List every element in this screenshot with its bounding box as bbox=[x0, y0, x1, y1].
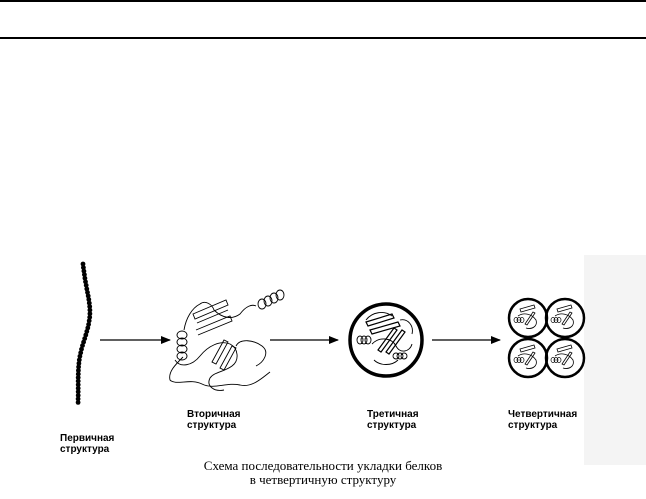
helix-coil bbox=[257, 289, 285, 310]
bead bbox=[87, 304, 93, 309]
tertiary-segment bbox=[365, 313, 395, 327]
secondary-helix-top bbox=[257, 289, 285, 310]
tertiary-segment bbox=[371, 338, 413, 352]
tertiary-structure bbox=[348, 302, 424, 378]
helix-coil bbox=[356, 335, 372, 345]
tertiary-segment bbox=[365, 312, 413, 335]
beta-sheet-upper-2 bbox=[195, 315, 233, 336]
tertiary-segment bbox=[385, 329, 406, 355]
edge-shade bbox=[584, 255, 646, 465]
bead bbox=[75, 393, 81, 398]
bead bbox=[75, 371, 81, 377]
bead bbox=[86, 297, 92, 302]
header-rule bbox=[0, 37, 646, 39]
bead bbox=[80, 261, 86, 267]
bead bbox=[85, 293, 91, 299]
label-quaternary-line2: структура bbox=[508, 420, 558, 431]
top-rule bbox=[0, 0, 646, 2]
bead bbox=[75, 378, 81, 384]
quaternary-subunit bbox=[507, 337, 549, 379]
bead bbox=[80, 343, 85, 348]
label-secondary-line2: структура bbox=[187, 420, 237, 431]
bead bbox=[81, 268, 87, 274]
subunit-fold bbox=[554, 344, 574, 369]
beta-sheet-lower-1 bbox=[211, 339, 229, 365]
tertiary-folded-chain bbox=[356, 312, 413, 365]
beta-sheet-lower-2 bbox=[219, 345, 237, 371]
bead bbox=[76, 364, 81, 370]
bead bbox=[82, 272, 87, 277]
tertiary-segment bbox=[369, 321, 401, 335]
subunit-helix bbox=[550, 317, 562, 323]
bead bbox=[75, 400, 81, 405]
subunit-helix bbox=[513, 357, 525, 363]
bead bbox=[75, 375, 81, 380]
subunit-helix bbox=[550, 357, 562, 363]
label-primary-line2: структура bbox=[60, 444, 110, 455]
caption-line2: в четвертичную структуру bbox=[250, 472, 397, 487]
tertiary-outer-circle bbox=[348, 302, 424, 378]
bead bbox=[87, 311, 93, 317]
secondary-backbone-lower bbox=[169, 340, 271, 387]
secondary-structure bbox=[169, 289, 285, 391]
bead bbox=[83, 332, 89, 338]
label-secondary-line1: Вторичная bbox=[187, 409, 241, 420]
bead bbox=[82, 275, 88, 281]
secondary-backbone-upper bbox=[183, 301, 257, 331]
bead bbox=[81, 265, 86, 270]
helix-coil bbox=[392, 352, 408, 360]
bead bbox=[87, 307, 93, 313]
primary-structure-bead-chain bbox=[75, 261, 93, 405]
label-primary-line1: Первичная bbox=[60, 433, 115, 444]
bead bbox=[84, 329, 90, 334]
label-tertiary-line1: Третичная bbox=[367, 409, 419, 420]
quaternary-subunit bbox=[544, 337, 586, 379]
beta-sheet-upper-1 bbox=[192, 299, 229, 324]
bead bbox=[76, 368, 81, 373]
subunit-helix bbox=[513, 317, 525, 323]
subunit-fold bbox=[554, 304, 574, 329]
bead bbox=[83, 282, 89, 288]
helix-coil bbox=[176, 330, 188, 361]
quaternary-structure bbox=[507, 297, 586, 379]
bead bbox=[76, 361, 82, 366]
quaternary-subunit bbox=[544, 297, 586, 339]
secondary-backbone-middle bbox=[174, 342, 238, 391]
subunit-circle bbox=[544, 337, 586, 379]
bead bbox=[75, 385, 81, 391]
bead bbox=[86, 300, 92, 306]
bead bbox=[86, 318, 92, 324]
label-quaternary-line1: Четвертичная bbox=[508, 409, 577, 420]
bead bbox=[87, 314, 93, 320]
quaternary-subunit bbox=[507, 297, 549, 339]
subunit-fold bbox=[517, 304, 537, 329]
bead bbox=[77, 353, 83, 359]
subunit-circle bbox=[544, 297, 586, 339]
bead bbox=[75, 396, 81, 402]
bead bbox=[75, 382, 81, 388]
bead bbox=[76, 357, 82, 363]
caption-line1: Схема последовательности укладки белков bbox=[204, 458, 442, 473]
subunit-fold bbox=[517, 344, 537, 369]
tertiary-segment bbox=[377, 327, 398, 353]
secondary-helix-left bbox=[176, 330, 188, 361]
tertiary-segment bbox=[373, 359, 399, 365]
bead bbox=[75, 389, 81, 395]
label-tertiary-line2: структура bbox=[367, 420, 417, 431]
bead bbox=[79, 346, 84, 352]
